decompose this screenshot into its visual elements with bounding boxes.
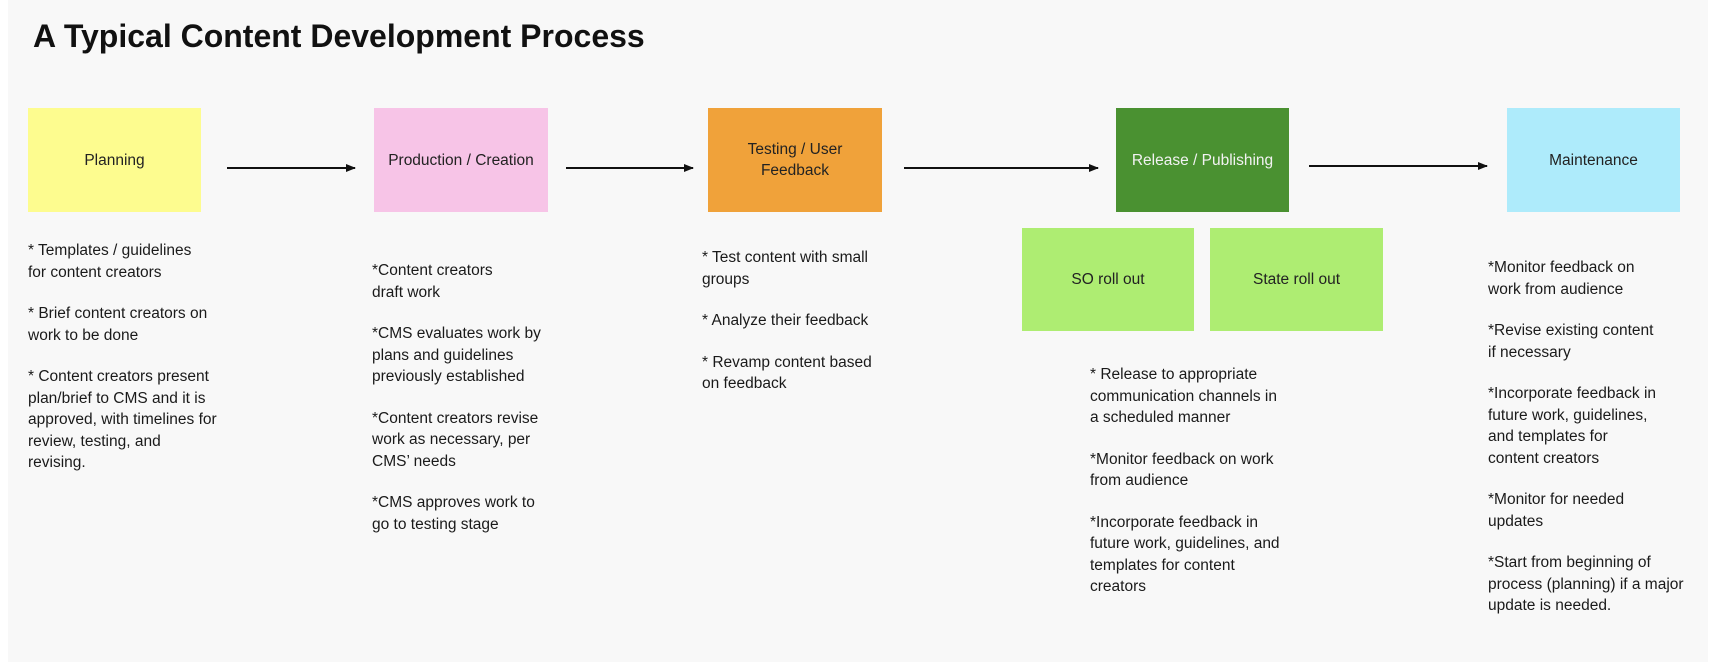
note-item: *Content creators draft work bbox=[372, 262, 493, 301]
stage-planning-label: Planning bbox=[84, 151, 145, 169]
stage-release: Release / Publishing bbox=[1116, 108, 1289, 212]
notes-testing: * Test content with small groups * Analy… bbox=[702, 247, 932, 395]
note-item: * Analyze their feedback bbox=[702, 312, 869, 329]
page-title: A Typical Content Development Process bbox=[33, 18, 645, 54]
stage-planning: Planning bbox=[28, 108, 201, 212]
note-item: *Monitor for needed updates bbox=[1488, 491, 1625, 530]
notes-production: *Content creators draft work *CMS evalua… bbox=[372, 260, 602, 535]
stage-testing: Testing / User Feedback bbox=[708, 108, 882, 212]
stage-so-rollout-label: SO roll out bbox=[1071, 271, 1145, 288]
stage-production: Production / Creation bbox=[374, 108, 548, 212]
stage-release-label: Release / Publishing bbox=[1131, 151, 1274, 169]
note-item: *Start from beginning of process (planni… bbox=[1488, 554, 1684, 614]
notes-planning: * Templates / guidelines for content cre… bbox=[28, 240, 258, 474]
note-item: *Incorporate feedback in future work, gu… bbox=[1090, 513, 1280, 596]
stage-testing-label: Testing / User Feedback bbox=[747, 141, 843, 179]
note-item: * Brief content creators on work to be d… bbox=[28, 305, 208, 344]
stage-state-rollout: State roll out bbox=[1210, 228, 1383, 331]
note-item: *Content creators revise work as necessa… bbox=[372, 409, 539, 470]
note-item: *Monitor feedback on work from audience bbox=[1090, 450, 1274, 490]
stage-state-rollout-label: State roll out bbox=[1252, 271, 1341, 288]
stage-maintenance-label: Maintenance bbox=[1549, 151, 1638, 169]
note-item: * Release to appropriate communication c… bbox=[1090, 366, 1277, 426]
note-item: * Content creators present plan/brief to… bbox=[28, 368, 217, 471]
note-item: * Revamp content based on feedback bbox=[702, 353, 872, 393]
stage-maintenance: Maintenance bbox=[1507, 108, 1680, 212]
note-item: *Revise existing content if necessary bbox=[1488, 322, 1654, 361]
notes-maintenance: *Monitor feedback on work from audience … bbox=[1488, 257, 1713, 617]
note-item: *Incorporate feedback in future work, gu… bbox=[1488, 385, 1657, 467]
note-item: * Templates / guidelines for content cre… bbox=[28, 242, 192, 281]
stage-so-rollout: SO roll out bbox=[1022, 228, 1194, 331]
note-item: * Test content with small groups bbox=[702, 249, 868, 288]
note-item: *CMS approves work to go to testing stag… bbox=[372, 494, 535, 533]
note-item: *CMS evaluates work by plans and guideli… bbox=[372, 325, 541, 385]
stage-production-label: Production / Creation bbox=[388, 151, 534, 169]
notes-release: * Release to appropriate communication c… bbox=[1090, 364, 1350, 598]
note-item: *Monitor feedback on work from audience bbox=[1488, 259, 1635, 298]
